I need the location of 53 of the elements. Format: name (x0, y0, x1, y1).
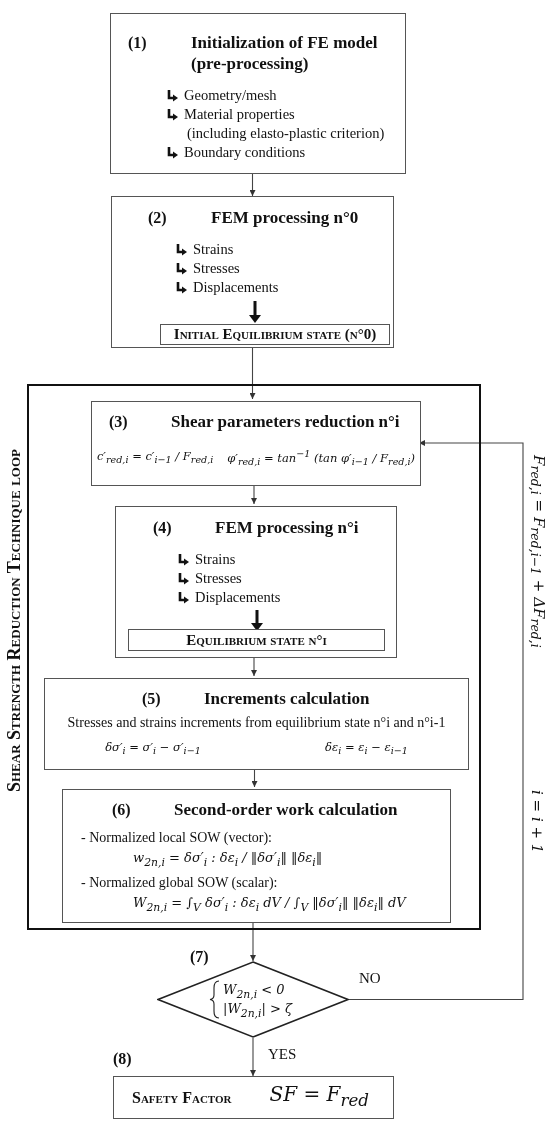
state-box (160, 324, 390, 345)
state-box (128, 629, 385, 651)
step-number: (4) (153, 518, 172, 538)
list-item: Stresses (195, 569, 242, 588)
arrow (249, 347, 256, 400)
arrow (250, 1037, 256, 1077)
list-item: Stresses (193, 259, 240, 278)
process-box (91, 401, 421, 486)
step-number: (7) (190, 948, 209, 966)
step-number: (2) (148, 208, 167, 228)
box-heading: Shear parameters reduction n°i (171, 411, 401, 432)
process-box (115, 506, 397, 658)
box-heading: Initialization of FE model (pre-processing) (191, 32, 379, 74)
list-item: (including elasto-plastic criterion) (187, 124, 385, 143)
box-heading: Increments calculation (204, 688, 371, 709)
box-heading: FEM processing n°i (215, 517, 360, 538)
list-item: Displacements (195, 588, 281, 607)
list-item: Boundary conditions (184, 143, 306, 162)
list-item: Displacements (193, 278, 279, 297)
box-heading: Second-order work calculation (174, 799, 399, 820)
formula: δσ′$_{i}$ = σ′$_{i}$ − σ′$_{i−1}$ (105, 739, 201, 759)
step-number: (5) (142, 689, 161, 709)
process-box (110, 13, 406, 174)
formula: c′$_{red,i}$ = c′$_{i−1}$ / F$_{red,i}$ (96, 447, 214, 468)
state-label: Initial Equilibrium state (n°0) (173, 326, 377, 343)
state-label: Safety Factor (132, 1088, 232, 1107)
step-number: (8) (113, 1050, 132, 1068)
list-item: Material properties (184, 105, 295, 124)
formula: δε$_{i}$ = ε$_{i}$ − ε$_{i−1}$ (325, 739, 408, 759)
formula: φ′$_{red,i}$ = tan$^{−1}$ (tan φ′$_{i−1}$ / F$_{red,i}$) (227, 447, 416, 470)
formula-label: - Normalized global SOW (scalar): (81, 873, 278, 892)
description-text: Stresses and strains increments from equilibrium state n°i and n°i-1 (67, 714, 446, 732)
list-item: Geometry/mesh (184, 86, 277, 105)
step-number: (3) (109, 412, 128, 432)
process-box (111, 196, 394, 348)
state-label: Equilibrium state n°i (186, 631, 327, 649)
step-number: (6) (112, 800, 131, 820)
result-box (113, 1076, 394, 1119)
condition-formula: W$_{2n,i}$ < 0 (223, 981, 285, 1003)
process-box (62, 789, 451, 923)
arrow (348, 440, 524, 1001)
arrow (249, 173, 256, 197)
process-box (44, 678, 469, 770)
formula: w$_{2n,i}$ = δσ′$_{i}$ : δε$_{i}$ / ‖δσ′$_{i}$‖ ‖δε$_{i}$‖ (133, 849, 323, 871)
list-item: Strains (193, 240, 234, 259)
formula-label: - Normalized local SOW (vector): (81, 829, 272, 847)
box-heading: FEM processing n°0 (211, 207, 360, 228)
condition-formula: |W$_{2n,i}$| > ζ (223, 1000, 293, 1022)
formula: SF = F$_{red}$ (269, 1084, 369, 1111)
step-number: (1) (128, 33, 147, 53)
list-item: Strains (195, 550, 236, 569)
formula: W$_{2n,i}$ = ∫$_{V}$ δσ′$_{i}$ : δε$_{i}$ dV / ∫$_{V}$ ‖δσ′$_{i}$‖ ‖δε$_{i}$‖ dV (133, 893, 406, 916)
loop-title: Shear Strength Reduction Technique loop (4, 448, 25, 795)
